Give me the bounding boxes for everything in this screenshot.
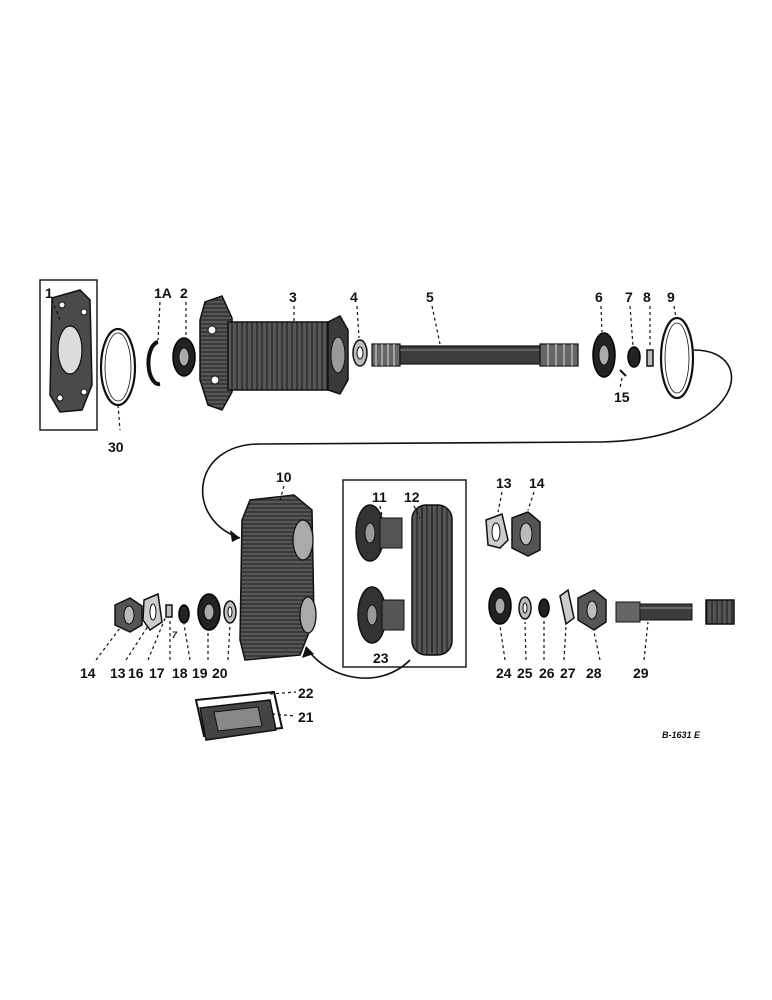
leader-part-10 — [279, 485, 285, 501]
part-30-gasket — [99, 327, 137, 407]
part-16-shim — [165, 604, 173, 618]
label-part-15: 15 — [614, 389, 630, 405]
leader-part-28 — [593, 631, 601, 661]
label-part-30: 30 — [108, 439, 124, 455]
part-2-bearing — [172, 337, 196, 377]
part-6-bearing — [592, 332, 616, 378]
leader-part-12 — [413, 505, 421, 519]
label-part-27: 27 — [560, 665, 576, 681]
part-5-shaft — [371, 343, 579, 367]
part-15-pin — [619, 369, 627, 377]
assembly-return-line — [307, 649, 411, 679]
part-11-sprocket-upper — [355, 504, 403, 562]
label-part-28: 28 — [586, 665, 602, 681]
label-part-7: 7 — [625, 289, 633, 305]
leader-part-22 — [269, 691, 297, 695]
label-part-14-left: 14 — [80, 665, 96, 681]
part-22-gasket — [194, 690, 284, 738]
part-28-cap — [577, 589, 607, 631]
leader-part-14-left — [95, 627, 121, 661]
part-10-gear-case — [239, 494, 317, 661]
label-part-19: 19 — [192, 665, 208, 681]
label-part-13-right: 13 — [496, 475, 512, 491]
leader-part-16 — [147, 615, 167, 661]
label-part-4: 4 — [350, 289, 358, 305]
part-21-cover — [199, 699, 277, 741]
leader-part-18 — [183, 623, 191, 661]
label-part-1a: 1A — [154, 285, 172, 301]
part-13-retainer-right — [485, 512, 509, 549]
leader-part-24 — [499, 625, 506, 661]
label-part-11: 11 — [372, 489, 387, 505]
leader-part-20 — [227, 623, 231, 661]
part-29-output-shaft — [615, 601, 693, 623]
part-19-bearing — [197, 593, 221, 631]
assembly-flow-line — [201, 349, 733, 539]
label-part-8: 8 — [643, 289, 651, 305]
part-18-nut — [178, 604, 190, 624]
label-part-25: 25 — [517, 665, 533, 681]
part-14-cap-right — [511, 511, 541, 557]
part-3-housing — [199, 295, 349, 411]
label-part-3: 3 — [289, 289, 297, 305]
label-part-12: 12 — [404, 489, 420, 505]
leader-part-1a — [157, 301, 161, 341]
leader-part-14-right — [527, 491, 535, 511]
label-part-21: 21 — [298, 709, 314, 725]
leader-part-21 — [271, 713, 297, 717]
leader-part-9 — [673, 305, 677, 319]
label-part-22: 22 — [298, 685, 314, 701]
leader-part-30 — [117, 404, 121, 431]
leader-part-6 — [600, 305, 603, 333]
part-7-nut — [627, 346, 641, 368]
part-23-sprocket-lower — [357, 586, 405, 644]
part-9-gasket — [659, 316, 695, 400]
label-part-17: 17 — [149, 665, 165, 681]
label-part-23: 23 — [373, 650, 389, 666]
part-1-frame — [39, 279, 98, 431]
label-part-16: 16 — [128, 665, 144, 681]
part-24-bearing — [488, 587, 512, 625]
part-14-cap-left — [114, 597, 143, 633]
part-12-chain — [411, 504, 453, 656]
drawing-number: B-1631 E — [662, 730, 701, 740]
part-1a-snap-ring — [146, 340, 161, 387]
sprocket-group-frame — [342, 479, 467, 668]
leader-part-7 — [629, 305, 634, 347]
label-part-18: 18 — [172, 665, 188, 681]
label-part-2: 2 — [180, 285, 188, 301]
part-29-coupling — [705, 599, 735, 625]
leader-part-5 — [431, 305, 441, 345]
leader-part-29 — [643, 621, 649, 661]
label-part-1: 1 — [45, 285, 53, 301]
label-part-24: 24 — [496, 665, 512, 681]
label-part-6: 6 — [595, 289, 603, 305]
label-part-13-left: 13 — [110, 665, 126, 681]
label-part-20: 20 — [212, 665, 228, 681]
label-part-7-lower: 7 — [172, 630, 178, 640]
leader-part-15 — [619, 377, 623, 389]
part-27-retainer — [559, 588, 575, 626]
leader-part-11 — [379, 505, 383, 517]
leader-part-27 — [563, 625, 567, 661]
label-part-29: 29 — [633, 665, 649, 681]
part-26-nut — [538, 598, 550, 618]
label-part-26: 26 — [539, 665, 555, 681]
leader-part-25 — [524, 621, 527, 661]
leader-part-13-right — [497, 491, 503, 513]
part-1-cover-plate — [39, 279, 98, 431]
label-part-9: 9 — [667, 289, 675, 305]
part-13-retainer-left — [142, 592, 163, 632]
leader-part-4 — [356, 305, 360, 339]
part-8-lock — [646, 349, 654, 367]
leader-part-13-left — [125, 625, 149, 661]
label-part-5: 5 — [426, 289, 434, 305]
part-1-bore — [57, 325, 83, 375]
label-part-14-right: 14 — [529, 475, 545, 491]
label-part-10: 10 — [276, 469, 292, 485]
